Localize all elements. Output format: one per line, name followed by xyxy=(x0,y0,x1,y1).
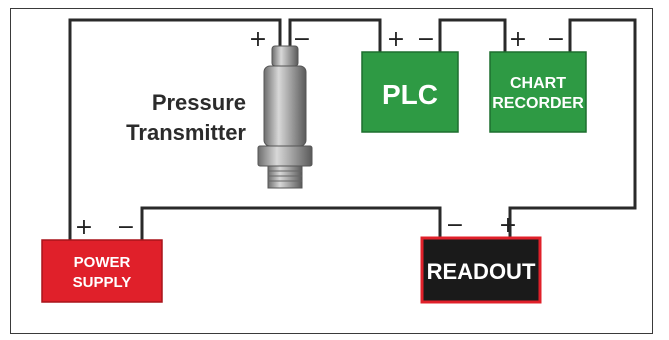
wires xyxy=(68,18,637,240)
transmitter-label-line1: Pressure xyxy=(152,90,246,115)
plc-minus-sign: − xyxy=(417,27,435,52)
chart-recorder-label-line2: RECORDER xyxy=(492,95,584,112)
readout-plus-sign: + xyxy=(499,213,517,238)
diagram-frame xyxy=(10,8,653,334)
power-supply-box xyxy=(41,239,163,303)
chart-recorder-label-line1: CHART xyxy=(510,75,566,92)
power-supply-label-line1: POWER xyxy=(74,254,131,271)
plc-label: PLC xyxy=(382,79,438,110)
transmitter-plus-sign: + xyxy=(249,27,267,52)
chart-recorder-plus-sign: + xyxy=(509,27,527,52)
chart-recorder-box xyxy=(489,51,587,133)
wire-plc-minus-to-chart-plus xyxy=(438,18,507,52)
power-supply-plus-sign: + xyxy=(75,215,93,240)
plc-box xyxy=(361,51,459,133)
pressure-transmitter-icon xyxy=(257,45,313,189)
wire-readout-minus-to-supply-minus xyxy=(140,206,442,240)
power-supply-label-line2: SUPPLY xyxy=(73,274,132,291)
wire-transmitter-minus-to-plc-plus xyxy=(288,18,382,52)
power-supply-minus-sign: − xyxy=(117,215,135,240)
readout-label: READOUT xyxy=(427,259,536,284)
wire-supply-plus-to-transmitter-plus xyxy=(68,18,282,240)
plc-plus-sign: + xyxy=(387,27,405,52)
chart-recorder-minus-sign: − xyxy=(547,27,565,52)
transmitter-minus-sign: − xyxy=(293,27,311,52)
wire-chart-minus-to-readout-plus xyxy=(508,18,637,238)
readout-box xyxy=(420,236,542,304)
transmitter-label-line2: Transmitter xyxy=(126,120,246,145)
readout-minus-sign: − xyxy=(446,213,464,238)
